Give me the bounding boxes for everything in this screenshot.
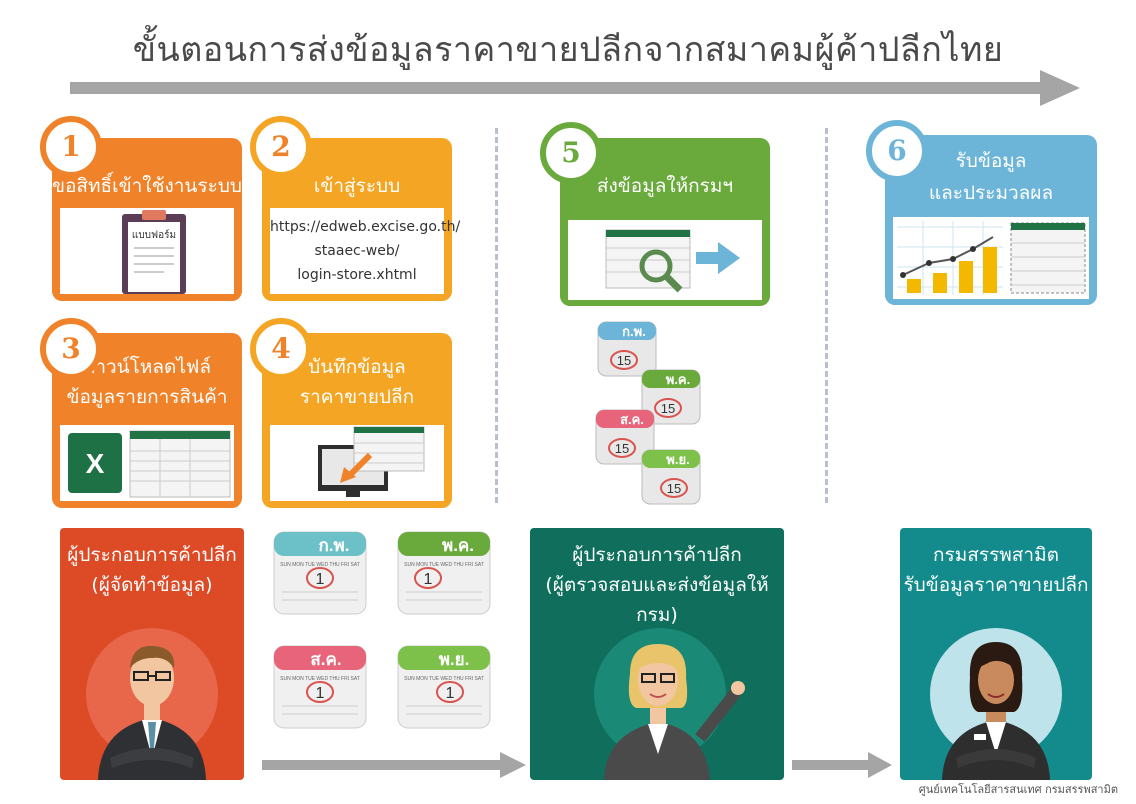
step-3-label-line-1: ดาวน์โหลดไฟล์ [82, 356, 212, 378]
svg-text:SUN MON TUE WED THU FRI SAT: SUN MON TUE WED THU FRI SAT [404, 676, 484, 682]
big-cal-month: พ.ย. [439, 650, 470, 669]
role-card-retailer-preparer: ผู้ประกอบการค้าปลีก (ผู้จัดทำข้อมูล) [60, 528, 244, 780]
top-arrow [70, 70, 1080, 106]
page-title: ขั้นตอนการส่งข้อมูลราคาขายปลีกจากสมาคมผู… [132, 30, 1004, 70]
small-cal-month: พ.ค. [666, 372, 691, 387]
step-6-card: รับข้อมูล และประมวลผล [885, 135, 1097, 305]
step-5-label: ส่งข้อมูลให้กรมฯ [596, 175, 734, 197]
step-3-image: X [60, 425, 234, 501]
svg-text:SUN MON TUE WED THU FRI SAT: SUN MON TUE WED THU FRI SAT [280, 676, 360, 682]
businesswoman-avatar [594, 628, 745, 780]
role-card-retailer-reviewer: ผู้ประกอบการค้าปลีก (ผู้ตรวจสอบและส่งข้อ… [530, 528, 784, 780]
step-6-label-line-1: รับข้อมูล [955, 150, 1027, 172]
businessman-avatar [86, 628, 218, 780]
footer-credit: ศูนย์เทคโนโลยีสารสนเทศ กรมสรรพสามิต [918, 783, 1118, 796]
step-4-image [270, 425, 444, 501]
step-5-badge: 5 [540, 122, 602, 184]
step-2-label: เข้าสู่ระบบ [313, 175, 401, 197]
role-3-line-2: รับข้อมูลราคาขายปลีก [903, 574, 1089, 596]
step-4-label-line-1: บันทึกข้อมูล [308, 356, 406, 378]
role-card-excise-department: กรมสรรพสามิต รับข้อมูลราคาขายปลีก [900, 528, 1092, 780]
role-2-line-1: ผู้ประกอบการค้าปลีก [572, 544, 742, 566]
separator [825, 128, 828, 503]
small-calendar-4: พ.ย. 15 [640, 446, 704, 512]
step-2-card: เข้าสู่ระบบ https://edweb.excise.go.th/ … [262, 138, 461, 301]
big-calendar-3: ส.ค. SUN MON TUE WED THU FRI SAT 1 [270, 640, 370, 736]
step-6-image [893, 217, 1089, 299]
small-cal-day: 15 [615, 441, 629, 456]
big-cal-day: 1 [446, 685, 455, 702]
excel-icon [68, 433, 122, 493]
small-cal-month: ส.ค. [620, 412, 644, 427]
separator [495, 128, 498, 503]
url-line-3: login-store.xhtml [297, 267, 417, 283]
step-4-badge: 4 [250, 318, 312, 380]
role-3-line-1: กรมสรรพสามิต [933, 544, 1059, 566]
small-cal-day: 15 [667, 481, 681, 496]
step-5-image [568, 220, 762, 300]
role-2-line-2: (ผู้ตรวจสอบและส่งข้อมูลให้กรม) [545, 574, 769, 626]
role-1-line-2: (ผู้จัดทำข้อมูล) [91, 574, 213, 596]
step-1-label: ขอสิทธิ์เข้าใช้งานระบบ [52, 175, 242, 197]
big-cal-month: ส.ค. [310, 650, 341, 669]
role-1-line-1: ผู้ประกอบการค้าปลีก [67, 544, 237, 566]
big-calendar-1: ก.พ. SUN MON TUE WED THU FRI SAT 1 [270, 526, 370, 622]
url-line-2: staaec-web/ [314, 243, 400, 259]
big-cal-day: 1 [316, 685, 325, 702]
url-line-1: https://edweb.excise.go.th/ [270, 219, 461, 235]
growth-chart-image [897, 221, 1086, 295]
form-label: แบบฟอร์ม [132, 229, 176, 241]
step-3-badge: 3 [40, 318, 102, 380]
big-calendar-4: พ.ย. SUN MON TUE WED THU FRI SAT 1 [394, 640, 494, 736]
small-calendar-2: พ.ค. 15 [640, 366, 704, 432]
big-cal-month: ก.พ. [319, 536, 350, 555]
clipboard-icon: แบบฟอร์ม [122, 210, 186, 294]
big-cal-month: พ.ค. [442, 536, 474, 555]
monitor-icon [318, 426, 425, 497]
step-6-label-line-2: และประมวลผล [928, 182, 1054, 204]
step-1-image: แบบฟอร์ม [60, 208, 234, 294]
svg-text:SUN MON TUE WED THU FRI SAT: SUN MON TUE WED THU FRI SAT [280, 562, 360, 568]
step-2-badge: 2 [250, 116, 312, 178]
excel-sheet-image: X [68, 430, 231, 498]
officer-avatar [930, 628, 1062, 780]
small-cal-month: พ.ย. [666, 452, 689, 467]
excel-letter: X [86, 448, 105, 479]
small-cal-day: 15 [617, 353, 631, 368]
bottom-arrow-2 [792, 752, 892, 778]
step-2-url-box: https://edweb.excise.go.th/ staaec-web/ … [270, 208, 461, 294]
small-calendar-3: ส.ค. 15 [594, 406, 658, 472]
step-4-card: บันทึกข้อมูล ราคาขายปลีก [262, 333, 452, 508]
step-6-badge: 6 [866, 120, 928, 182]
big-calendar-2: พ.ค. SUN MON TUE WED THU FRI SAT 1 [394, 526, 494, 622]
step-1-card: ขอสิทธิ์เข้าใช้งานระบบ แบบฟอร์ม [52, 138, 242, 301]
step-3-label-line-2: ข้อมูลรายการสินค้า [66, 386, 228, 408]
step-1-badge: 1 [40, 116, 102, 178]
send-data-image [605, 229, 740, 293]
bottom-arrow-1 [262, 752, 526, 778]
small-cal-day: 15 [661, 401, 675, 416]
small-calendar-1: ก.พ. 15 [596, 318, 660, 384]
big-cal-day: 1 [316, 571, 325, 588]
step-4-label-line-2: ราคาขายปลีก [299, 386, 415, 408]
small-cal-month: ก.พ. [622, 324, 646, 339]
big-cal-day: 1 [424, 571, 433, 588]
svg-text:SUN MON TUE WED THU FRI SAT: SUN MON TUE WED THU FRI SAT [404, 562, 484, 568]
